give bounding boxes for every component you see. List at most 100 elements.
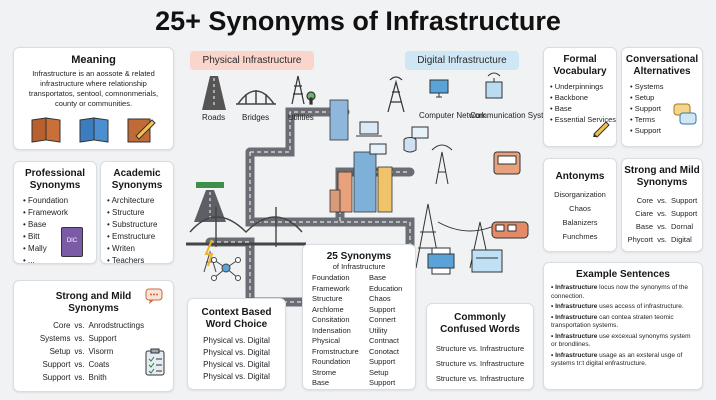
pair-cell: Systems xyxy=(39,334,71,343)
meaning-heading: Meaning xyxy=(71,54,116,66)
pair-cell: Core xyxy=(53,321,71,330)
computer-network-icon xyxy=(429,79,449,98)
pair-cell: Support xyxy=(42,360,71,369)
example-sentence: • Infrastructure use excexual synonyms s… xyxy=(551,333,695,350)
dictionary-label: DIC xyxy=(66,238,78,244)
physical-badge: Physical Infrastructure xyxy=(190,51,314,70)
list-item: Physical vs. Digital xyxy=(203,348,270,357)
pair-cell: Visorm xyxy=(88,347,114,356)
list-item: Chaos xyxy=(369,294,391,303)
professional-card: Professional Synonyms FoundationFramewor… xyxy=(13,161,97,267)
utilities-label: Utilities xyxy=(288,113,314,122)
context-heading: Context Based Word Choice xyxy=(201,307,272,330)
example-sentence: • Infrastructure usage as an exsteral us… xyxy=(551,352,695,369)
list-item: Substructure xyxy=(107,219,173,231)
example-sentence: • Infrastructure can contea straten teom… xyxy=(551,314,695,331)
chat-bubbles-icon xyxy=(145,288,163,304)
router-icon xyxy=(369,143,387,155)
confused-card: Commonly Confused Words Structure vs. In… xyxy=(426,303,534,390)
bridges-label: Bridges xyxy=(242,113,269,122)
list-item: Conotact xyxy=(369,346,400,356)
physical-badge-label: Physical Infrastructure xyxy=(202,55,302,66)
examples-card: Example Sentences • Infrastructure locus… xyxy=(543,262,703,390)
list-item: Utility xyxy=(369,325,388,335)
digital-badge-label: Digital Infrastructure xyxy=(417,55,507,66)
strong-right-heading: Strong and Mild Synonyms xyxy=(624,165,700,188)
list-item: Physical xyxy=(312,336,340,345)
list-item: Mally xyxy=(23,243,96,255)
example-text: can contea straten teomic transportation… xyxy=(551,313,674,330)
formal-heading: Formal Vocabulary xyxy=(553,54,607,77)
list-item: ... xyxy=(23,255,96,267)
synonyms-25-heading: 25 Synonyms xyxy=(326,251,392,262)
list-item: Roundation xyxy=(312,357,351,366)
list-item: Indensation xyxy=(312,325,351,335)
folder-icon xyxy=(471,249,503,273)
pair-cell: vs. xyxy=(74,347,85,356)
list-item: Contnact xyxy=(369,336,400,345)
example-text: uses access of infrastructure. xyxy=(597,303,684,310)
academic-card: Academic Synonyms ArchitectureStructureS… xyxy=(61,161,174,267)
list-item: Disorganization xyxy=(554,190,606,199)
list-item: Setup xyxy=(369,367,389,377)
pair-cell: Support xyxy=(671,196,698,205)
clipboard-checklist-icon xyxy=(145,348,165,376)
list-item: Framework xyxy=(23,207,96,219)
database-icon xyxy=(403,137,417,153)
synonyms-25-card: 25 Synonyms of Infrastructure Foundation… xyxy=(302,244,416,390)
antonyms-heading: Antonyms xyxy=(555,171,605,182)
example-text: usage as an exsteral usge of systems tr:… xyxy=(551,351,683,368)
list-item: Connert xyxy=(369,315,396,324)
list-item: Framework xyxy=(312,283,350,293)
list-item: Underpinnings xyxy=(550,81,616,92)
pair-cell: vs. xyxy=(74,334,85,343)
list-item: Support xyxy=(369,378,396,387)
example-term: • Infrastructure xyxy=(551,303,598,310)
pair-cell: Core xyxy=(636,196,653,205)
list-item: Funchmes xyxy=(562,232,598,241)
list-item: Archlome xyxy=(312,304,344,314)
example-term: • Infrastructure xyxy=(551,351,598,359)
list-item: Support xyxy=(630,125,702,136)
context-card: Context Based Word Choice Physical vs. D… xyxy=(187,298,286,390)
list-item: Structure vs. Infrastructure xyxy=(435,359,525,368)
digital-badge: Digital Infrastructure xyxy=(405,51,519,70)
printer-icon xyxy=(427,247,455,275)
lightning-icon xyxy=(204,239,214,267)
academic-heading: Academic Synonyms xyxy=(111,168,163,191)
list-item: Support xyxy=(630,103,702,114)
list-item: Education xyxy=(369,283,403,293)
example-text: use excexual synonyms system or brondlin… xyxy=(551,332,691,349)
formal-list: UnderpinningsBackboneBaseEssential Servi… xyxy=(544,81,616,125)
conversational-heading: Conversational Alternatives xyxy=(625,54,699,77)
conversational-card: Conversational Alternatives SystemsSetup… xyxy=(621,47,703,147)
pair-row: Core vs. Support xyxy=(624,194,700,207)
pair-cell: Bnith xyxy=(88,373,107,382)
strong-left-heading: Strong and Mild Synonyms xyxy=(55,291,132,314)
bridge-icon xyxy=(236,90,276,105)
open-book-icon xyxy=(31,117,61,143)
list-item: Terms xyxy=(630,114,702,125)
laptop-icon xyxy=(356,121,382,137)
formal-card: Formal Vocabulary UnderpinningsBackboneB… xyxy=(543,47,617,147)
list-item: Teachers xyxy=(107,255,173,267)
conversational-list: SystemsSetupSupportTermsSupport xyxy=(622,81,702,136)
example-sentence: • Infrastructure locus now the synonyms … xyxy=(551,284,695,301)
roads-label: Roads xyxy=(202,113,225,122)
pair-cell: vs. xyxy=(657,196,667,205)
list-item: Physical vs. Digital xyxy=(203,372,270,381)
page-title: 25+ Synonyms of Infrastructure xyxy=(155,6,561,36)
books-icon xyxy=(31,117,156,143)
pair-cell: Dornal xyxy=(671,222,694,231)
suspension-bridge-icon xyxy=(186,207,306,247)
